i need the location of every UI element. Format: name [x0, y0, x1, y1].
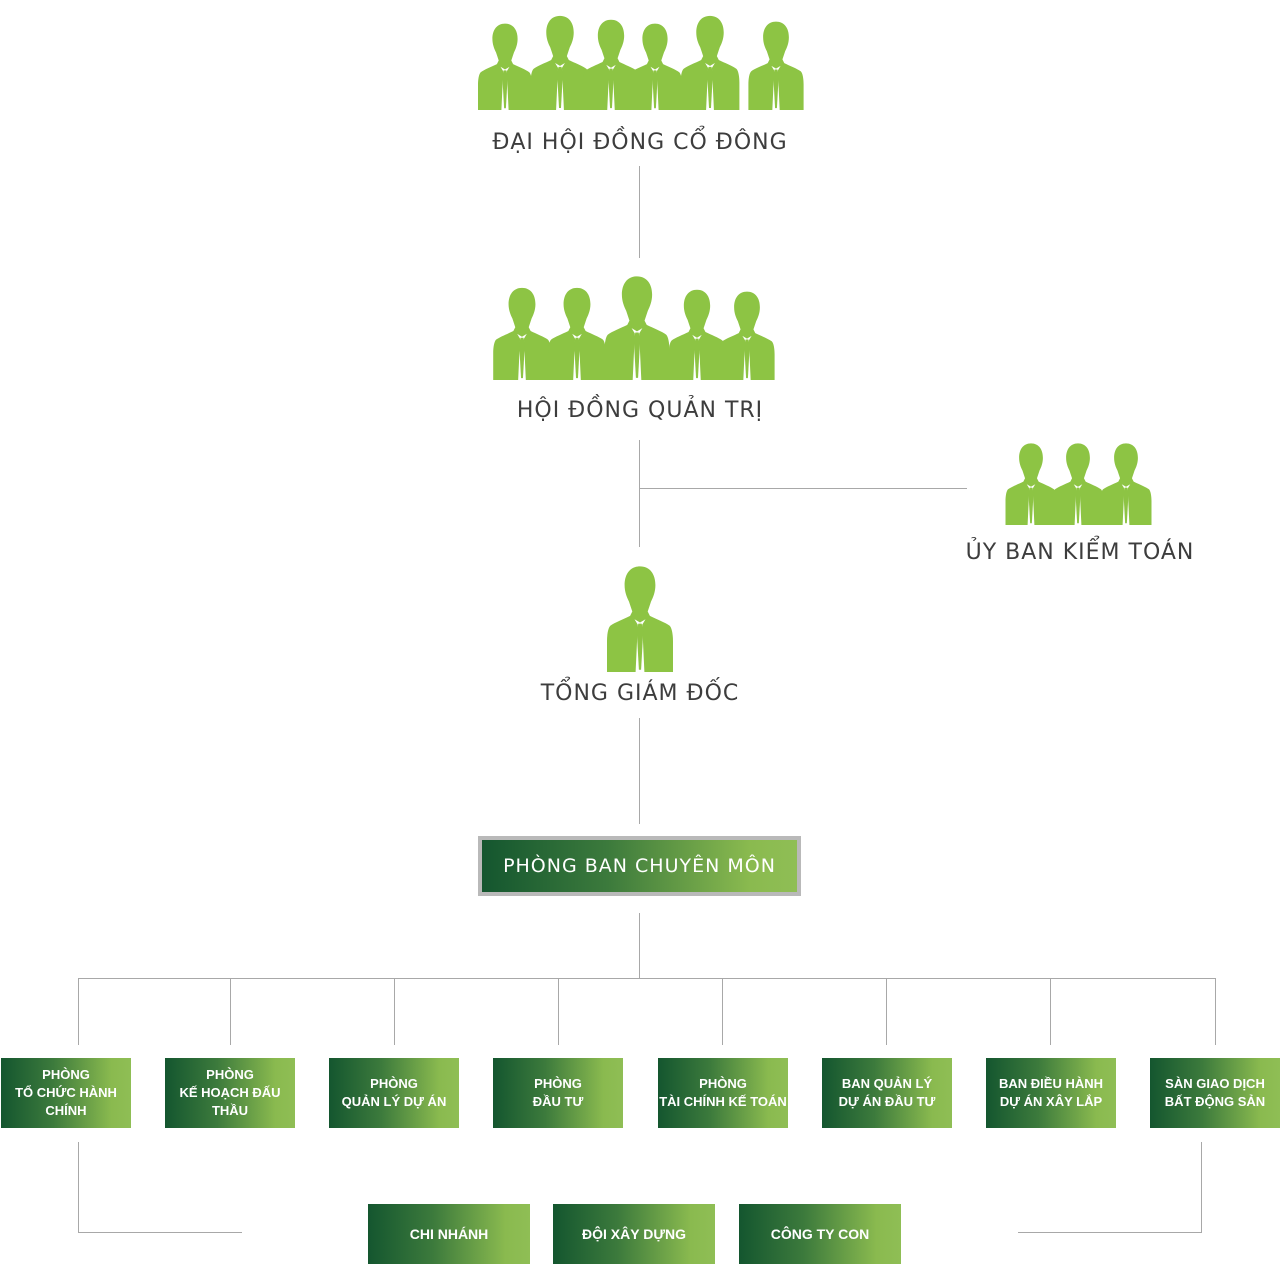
board-title: HỘI ĐỒNG QUẢN TRỊ: [516, 398, 764, 423]
connector-line: [639, 440, 640, 547]
shareholders-title: ĐẠI HỘI ĐỒNG CỔ ĐÔNG: [492, 130, 788, 155]
department-line2: ĐẦU TƯ: [532, 1094, 584, 1109]
connector-line: [639, 488, 967, 489]
department-line1: SÀN GIAO DỊCH: [1165, 1076, 1265, 1091]
connector-line: [1215, 978, 1216, 1045]
departments-head-box[interactable]: PHÒNG BAN CHUYÊN MÔN: [478, 836, 801, 896]
department-box[interactable]: PHÒNG TỔ CHỨC HÀNH CHÍNH: [1, 1058, 131, 1128]
department-box[interactable]: SÀN GIAO DỊCH BẤT ĐỘNG SẢN: [1150, 1058, 1280, 1128]
department-box[interactable]: PHÒNG KẾ HOẠCH ĐẤU THẦU: [165, 1058, 295, 1128]
connector-line: [394, 978, 395, 1045]
department-box[interactable]: PHÒNG ĐẦU TƯ: [493, 1058, 623, 1128]
department-line1: BAN QUẢN LÝ: [841, 1076, 933, 1091]
connector-line: [78, 1232, 242, 1233]
connector-line: [1050, 978, 1051, 1045]
group-of-people-icon: [470, 12, 815, 110]
department-line1: PHÒNG: [206, 1067, 254, 1082]
connector-line: [78, 978, 1216, 979]
departments-head-label: PHÒNG BAN CHUYÊN MÔN: [503, 855, 776, 877]
department-line2: TÀI CHÍNH KẾ TOÁN: [659, 1094, 787, 1109]
connector-line: [230, 978, 231, 1045]
audit-committee-title: ỦY BAN KIỂM TOÁN: [965, 540, 1195, 565]
department-line1: PHÒNG: [370, 1076, 418, 1091]
connector-line: [722, 978, 723, 1045]
connector-line: [639, 913, 640, 978]
ceo-title: TỔNG GIÁM ĐỐC: [540, 681, 740, 706]
executive-person-icon: [596, 562, 684, 672]
department-line2: BẤT ĐỘNG SẢN: [1164, 1094, 1266, 1109]
connector-line: [78, 1142, 79, 1233]
connector-line: [639, 166, 640, 258]
department-line1: PHÒNG: [534, 1076, 582, 1091]
connector-line: [1018, 1232, 1202, 1233]
department-box[interactable]: BAN ĐIỀU HÀNH DỰ ÁN XÂY LẮP: [986, 1058, 1116, 1128]
subunit-box[interactable]: ĐỘI XÂY DỰNG: [553, 1204, 715, 1264]
board-members-icon: [487, 272, 784, 380]
connector-line: [886, 978, 887, 1045]
department-line2: DỰ ÁN ĐẦU TƯ: [838, 1094, 936, 1109]
department-line2: TỔ CHỨC HÀNH CHÍNH: [15, 1085, 117, 1118]
department-line2: QUẢN LÝ DỰ ÁN: [341, 1094, 447, 1109]
subunit-label: CHI NHÁNH: [409, 1226, 489, 1242]
department-line1: BAN ĐIỀU HÀNH: [999, 1076, 1103, 1091]
subunit-box[interactable]: CHI NHÁNH: [368, 1204, 530, 1264]
connector-line: [639, 718, 640, 824]
subunit-box[interactable]: CÔNG TY CON: [739, 1204, 901, 1264]
connector-line: [78, 978, 79, 1045]
department-line1: PHÒNG: [42, 1067, 90, 1082]
department-box[interactable]: PHÒNG TÀI CHÍNH KẾ TOÁN: [658, 1058, 788, 1128]
three-people-icon: [1002, 440, 1155, 525]
department-line2: KẾ HOẠCH ĐẤU THẦU: [179, 1085, 281, 1118]
department-line1: PHÒNG: [699, 1076, 747, 1091]
subunit-label: ĐỘI XÂY DỰNG: [582, 1226, 686, 1242]
connector-line: [1201, 1142, 1202, 1233]
department-box[interactable]: PHÒNG QUẢN LÝ DỰ ÁN: [329, 1058, 459, 1128]
department-line2: DỰ ÁN XÂY LẮP: [999, 1094, 1103, 1109]
subunit-label: CÔNG TY CON: [770, 1226, 870, 1242]
department-box[interactable]: BAN QUẢN LÝ DỰ ÁN ĐẦU TƯ: [822, 1058, 952, 1128]
connector-line: [558, 978, 559, 1045]
